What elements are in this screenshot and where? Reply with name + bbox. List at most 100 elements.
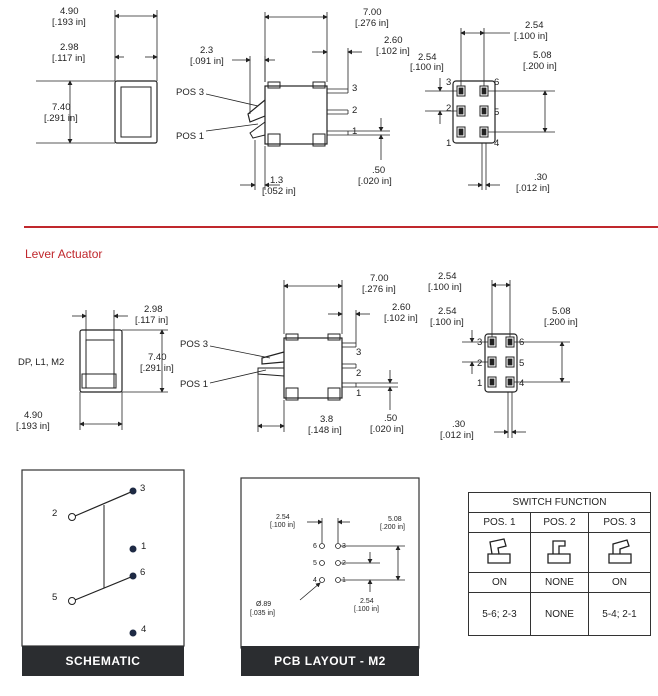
lever-r-pitch: 2.54 [438,271,457,282]
schem-label-6: 6 [140,567,145,578]
top-mid-lever-in: [.091 in] [190,56,224,67]
pcb-num-6: 6 [313,543,317,550]
lever-h: 7.40 [148,352,167,363]
top-r-num-4: 4 [494,138,499,149]
lever-mid-pin: 2.60 [392,302,411,313]
pcb-panel [240,477,420,649]
pcb-title: PCB LAYOUT - M2 [241,646,419,676]
pcb-span: 5.08 [388,516,402,523]
pcb-hole-in: [.035 in] [250,610,275,617]
pcb-num-1: 1 [342,577,346,584]
lever-r-num-1: 1 [477,378,482,389]
section-divider [24,226,658,228]
lever-r-pitch2: 2.54 [438,306,457,317]
pos1-toggle-icon [468,532,531,573]
top-left-w: 4.90 [60,6,79,17]
pcb-pitch: 2.54 [276,514,290,521]
top-r-pin: .30 [534,172,547,183]
pcb-num-3: 3 [342,543,346,550]
lever-mid-w-in: [.276 in] [362,284,396,295]
top-r-pin-in: [.012 in] [516,183,550,194]
top-r-pitch2-in: [.100 in] [410,62,444,73]
lever-r-span-in: [.200 in] [544,317,578,328]
section-title-lever-actuator: Lever Actuator [25,247,103,261]
top-mid-pind-in: [.020 in] [358,176,392,187]
top-r-num-3: 3 [446,77,451,88]
top-r-num-5: 5 [494,107,499,118]
schem-label-5: 5 [52,592,57,603]
schematic-title: SCHEMATIC [22,646,184,676]
lever-mid-pind-in: [.020 in] [370,424,404,435]
top-left-body [36,10,158,144]
lever-w-in: [.193 in] [16,421,50,432]
top-pin-3: 3 [352,83,357,94]
pcb-pitch-in: [.100 in] [270,522,295,529]
top-mid-pind: .50 [372,165,385,176]
lever-pin-3: 3 [356,347,361,358]
lever-variant-label: DP, L1, M2 [18,357,64,368]
lever-r-num-2: 2 [477,358,482,369]
top-mid-bottom: 1.3 [270,175,283,186]
pcb-hole: Ø.89 [256,601,271,608]
lever-h-in: [.291 in] [140,363,174,374]
top-r-num-6: 6 [494,77,499,88]
lever-middle-side-view [209,280,398,432]
top-left-inner: 2.98 [60,42,79,53]
top-pos3: POS 3 [176,87,204,98]
top-left-h: 7.40 [52,102,71,113]
top-mid-w-in: [.276 in] [355,18,389,29]
schem-label-1: 1 [141,541,146,552]
pos2-toggle-icon [529,532,590,573]
top-mid-pin-in: [.102 in] [376,46,410,57]
lever-mid-pind: .50 [384,413,397,424]
top-middle-side-view [205,12,390,190]
lever-inner-in: [.117 in] [135,315,168,326]
top-right-bottom-view [425,28,555,190]
lever-r-num-5: 5 [519,358,524,369]
lever-mid-w: 7.00 [370,273,389,284]
top-r-span: 5.08 [533,50,552,61]
top-left-w-in: [.193 in] [52,17,86,28]
top-r-pitch2: 2.54 [418,52,437,63]
lever-pos3: POS 3 [180,339,208,350]
lever-inner: 2.98 [144,304,163,315]
lever-r-span: 5.08 [552,306,571,317]
lever-r-pin: .30 [452,419,465,430]
lever-left-body [72,310,168,430]
pos1-header: POS. 1 [468,512,531,533]
lever-r-pitch-in: [.100 in] [428,282,462,293]
top-r-num-2: 2 [446,103,451,114]
lever-r-num-6: 6 [519,337,524,348]
pcb-num-2: 2 [342,560,346,567]
pcb-num-4: 4 [313,577,317,584]
schem-label-2: 2 [52,508,57,519]
pos2-circuit: NONE [529,592,590,636]
pcb-pitch2: 2.54 [360,598,374,605]
lever-r-pitch2-in: [.100 in] [430,317,464,328]
pos1-state: ON [468,572,531,593]
switch-function-title: SWITCH FUNCTION [468,492,651,513]
pos2-header: POS. 2 [529,512,590,533]
lever-w: 4.90 [24,410,43,421]
pos2-state: NONE [529,572,590,593]
top-left-inner-in: [.117 in] [52,53,85,64]
schem-label-4: 4 [141,624,146,635]
top-pos1: POS 1 [176,131,204,142]
lever-r-pin-in: [.012 in] [440,430,474,441]
lever-mid-bottom-in: [.148 in] [308,425,342,436]
lever-r-num-3: 3 [477,337,482,348]
top-r-num-1: 1 [446,138,451,149]
top-mid-pin: 2.60 [384,35,403,46]
top-pin-1: 1 [352,126,357,137]
lever-mid-pin-in: [.102 in] [384,313,418,324]
top-mid-w: 7.00 [363,7,382,18]
pcb-span-in: [.200 in] [380,524,405,531]
pos3-state: ON [588,572,651,593]
schem-label-3: 3 [140,483,145,494]
lever-pin-2: 2 [356,368,361,379]
pos3-circuit: 5-4; 2-1 [588,592,651,636]
top-mid-bottom-in: [.052 in] [262,186,296,197]
pos3-header: POS. 3 [588,512,651,533]
lever-r-num-4: 4 [519,378,524,389]
